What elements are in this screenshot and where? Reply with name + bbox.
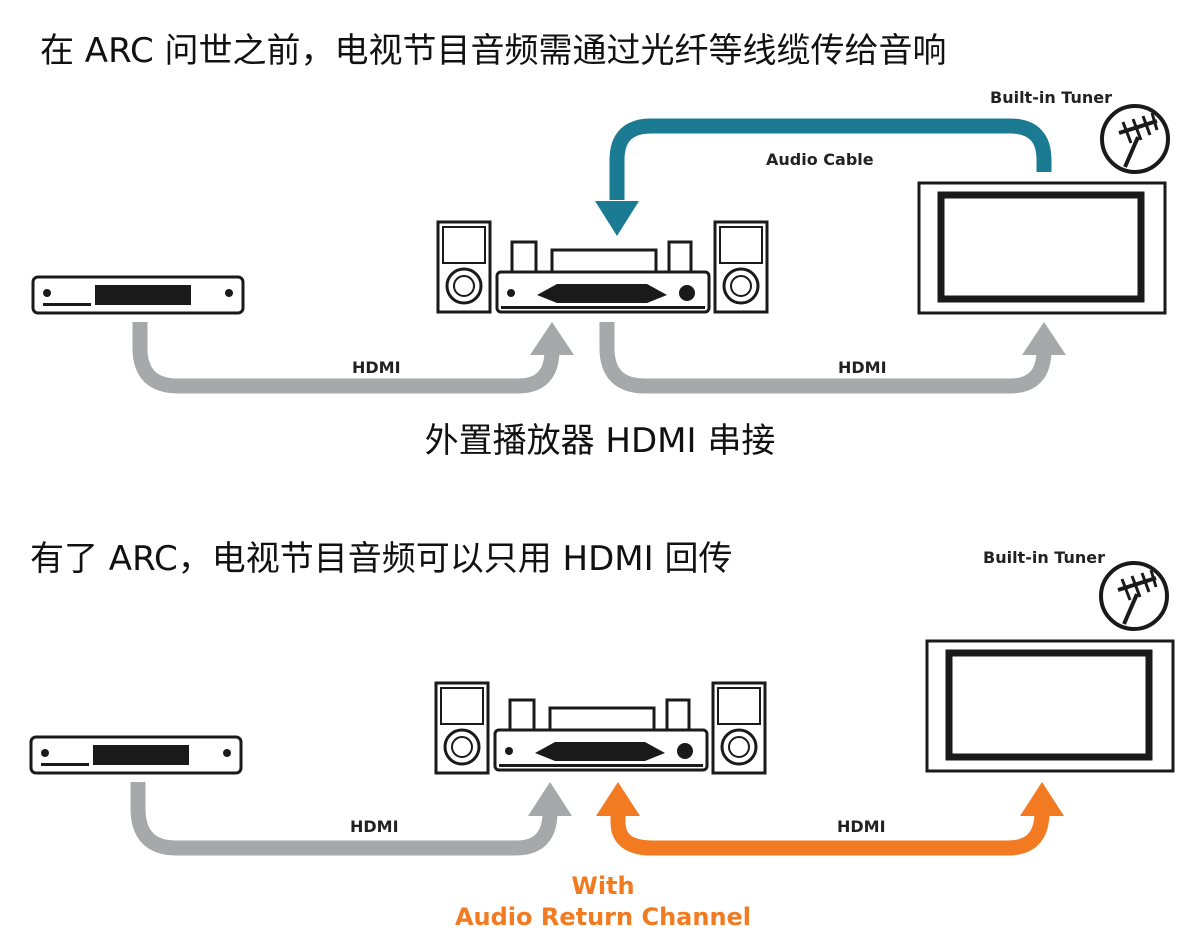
hdmi-arrow-bottom-left [528, 782, 572, 816]
heading-before-arc: 在 ARC 问世之前，电视节目音频需通过光纤等线缆传给音响 [40, 31, 947, 71]
receiver-icon [495, 240, 711, 314]
arc-label-line2: Audio Return Channel [455, 903, 751, 931]
audio-cable-label: Audio Cable [766, 150, 874, 169]
audio-cable-arrow [595, 201, 639, 236]
speaker-icon [434, 681, 490, 775]
hdmi-label-top-left: HDMI [352, 358, 401, 377]
tuner-label-top: Built-in Tuner [990, 88, 1112, 107]
hdmi-cable-receiver-to-tv [599, 322, 1052, 394]
hdmi-label-bottom-right: HDMI [837, 817, 886, 836]
player-icon [31, 275, 245, 315]
antenna-icon [1100, 104, 1170, 174]
arc-label-line1: With [571, 872, 634, 900]
hdmi-label-top-right: HDMI [838, 358, 887, 377]
speaker-icon [436, 220, 492, 314]
hdmi-arrow-top-right [1022, 322, 1066, 355]
player-icon [29, 735, 243, 775]
hdmi-cable-player-to-receiver [132, 322, 560, 394]
tv-icon [927, 641, 1173, 771]
speaker-icon [713, 220, 769, 314]
heading-with-arc: 有了 ARC，电视节目音频可以只用 HDMI 回传 [30, 539, 733, 579]
speaker-icon [711, 681, 767, 775]
arc-arrow-to-receiver [596, 782, 640, 816]
arc-cable [610, 806, 1050, 856]
arc-arrow-to-tv [1020, 782, 1064, 816]
receiver-icon [493, 698, 709, 772]
hdmi-arrow-top-left [530, 322, 574, 355]
hdmi-label-bottom-left: HDMI [350, 817, 399, 836]
tuner-label-bottom: Built-in Tuner [983, 548, 1105, 567]
heading-external-player: 外置播放器 HDMI 串接 [424, 421, 776, 461]
audio-cable [609, 118, 1052, 200]
tv-icon [919, 183, 1165, 313]
hdmi-cable-player-to-receiver-bottom [130, 782, 558, 856]
antenna-icon [1099, 561, 1169, 631]
